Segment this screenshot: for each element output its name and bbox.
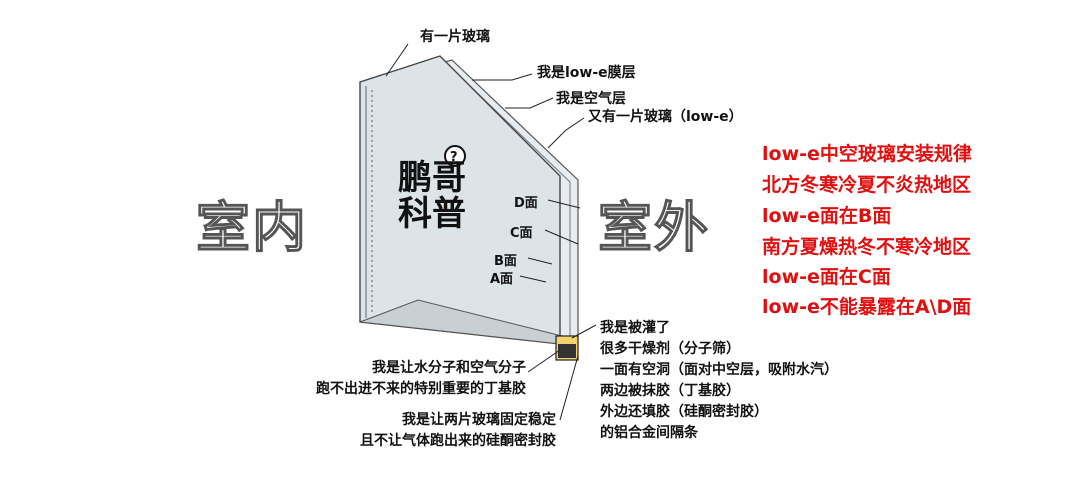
label-spacer-bar: 我是被灌了 很多干燥剂（分子筛） 一面有空洞（面对中空层，吸附水汽） 两边被抹胶… (600, 318, 838, 444)
spacer-line: 外边还填胶（硅酮密封胶） (600, 404, 768, 420)
spacer-line: 一面有空洞（面对中空层，吸附水汽） (600, 362, 838, 378)
label-glass-1: 有一片玻璃 (420, 29, 490, 45)
inner-glass-pane (359, 55, 561, 345)
label-glass-2: 又有一片玻璃（low-e） (588, 109, 743, 125)
leader-silicone (559, 355, 579, 421)
butyl-line: 我是让水分子和空气分子 (372, 360, 526, 376)
leader-d (547, 199, 581, 209)
leader-lowe (472, 73, 533, 81)
leader-butyl (527, 349, 561, 373)
label-butyl: 我是让水分子和空气分子 跑不出进不来的特别重要的丁基胶 (300, 358, 526, 400)
logo-line-1: 鹏哥 (398, 158, 466, 198)
spacer-line: 两边被抹胶（丁基胶） (600, 383, 740, 399)
silicone-line: 我是让两片玻璃固定稳定 (402, 412, 556, 428)
leader-glass2 (547, 117, 585, 149)
label-indoor: 室内 (195, 196, 308, 259)
leader-spacer (571, 324, 597, 339)
logo-line-2: 科普 (398, 194, 466, 234)
label-air-layer: 我是空气层 (556, 91, 626, 107)
rule-line: 南方夏燥热冬不寒冷地区 (762, 236, 972, 258)
label-face-b: B面 (494, 254, 517, 269)
label-face-d: D面 (514, 196, 538, 211)
brand-logo: 鹏哥 科普 (398, 160, 468, 232)
label-lowe-film: 我是low-e膜层 (537, 65, 636, 81)
rule-title: low-e中空玻璃安装规律 (762, 143, 972, 165)
spacer-line: 很多干燥剂（分子筛） (600, 341, 740, 357)
rule-line: low-e不能暴露在A\D面 (762, 296, 972, 318)
logo-bubble-question-icon: ? (450, 150, 458, 165)
silicone-line: 且不让气体跑出来的硅酮密封胶 (360, 433, 556, 449)
spacer-line: 我是被灌了 (600, 320, 670, 336)
leader-a (519, 275, 547, 283)
leader-b (527, 257, 553, 265)
butyl-line: 跑不出进不来的特别重要的丁基胶 (316, 381, 526, 397)
label-face-c: C面 (510, 226, 533, 241)
spacer-line: 的铝合金间隔条 (600, 425, 698, 441)
logo-bubble-icon (444, 145, 466, 167)
leader-glass1 (385, 43, 409, 77)
rule-line: 北方冬寒冷夏不炎热地区 (762, 174, 972, 196)
leader-air (505, 97, 554, 109)
label-face-a: A面 (490, 272, 514, 287)
spacer-corner-dark (558, 344, 576, 358)
label-outdoor: 室外 (597, 196, 710, 259)
label-silicone: 我是让两片玻璃固定稳定 且不让气体跑出来的硅酮密封胶 (300, 410, 556, 452)
rule-line: low-e面在C面 (762, 266, 891, 288)
leader-c (544, 229, 579, 245)
rule-line: low-e面在B面 (762, 205, 892, 227)
